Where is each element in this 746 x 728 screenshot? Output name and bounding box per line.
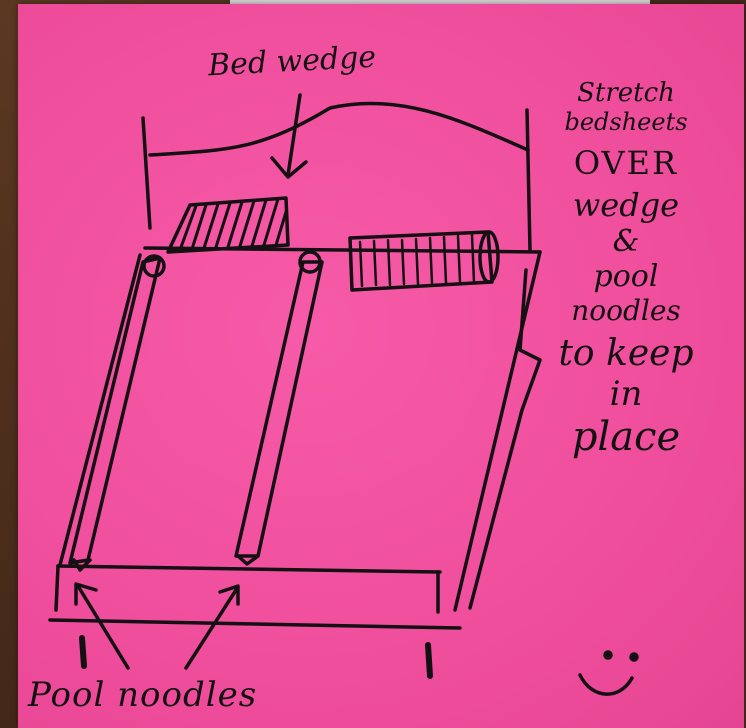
headboard-curve — [150, 103, 528, 155]
instruction-line: Stretch — [536, 78, 716, 108]
footboard-left — [56, 566, 58, 610]
right-roll-body — [350, 232, 492, 290]
instruction-line: place — [536, 414, 716, 460]
instruction-line: pool — [536, 259, 716, 294]
bed-wedge-hatching — [180, 199, 286, 250]
left-noodle — [70, 258, 160, 563]
footboard-top — [58, 566, 440, 572]
bed-right-edge — [455, 252, 540, 610]
bed-right-side — [470, 270, 540, 608]
instruction-line: in — [536, 374, 716, 414]
instruction-line: bedsheets — [536, 108, 716, 136]
middle-noodle — [236, 262, 322, 556]
footboard-base — [50, 620, 460, 628]
instruction-line: to keep — [536, 333, 716, 374]
instruction-line: wedge — [536, 186, 716, 224]
noodle-arrow-right — [186, 586, 238, 668]
bed-left-edge — [60, 255, 140, 565]
right-leg — [428, 645, 430, 676]
right-roll-hatching — [360, 235, 474, 286]
headboard-right-post — [527, 110, 530, 250]
pool-noodles-label: Pool noodles — [28, 675, 257, 715]
instructions-text: Stretch bedsheets OVER wedge & pool nood… — [536, 78, 716, 460]
instruction-line: noodles — [536, 294, 716, 327]
instruction-line: OVER — [536, 144, 716, 182]
instruction-line: & — [536, 224, 716, 259]
left-leg — [82, 638, 84, 666]
headboard-left-post — [143, 118, 150, 228]
smiley-face-icon — [580, 652, 637, 694]
